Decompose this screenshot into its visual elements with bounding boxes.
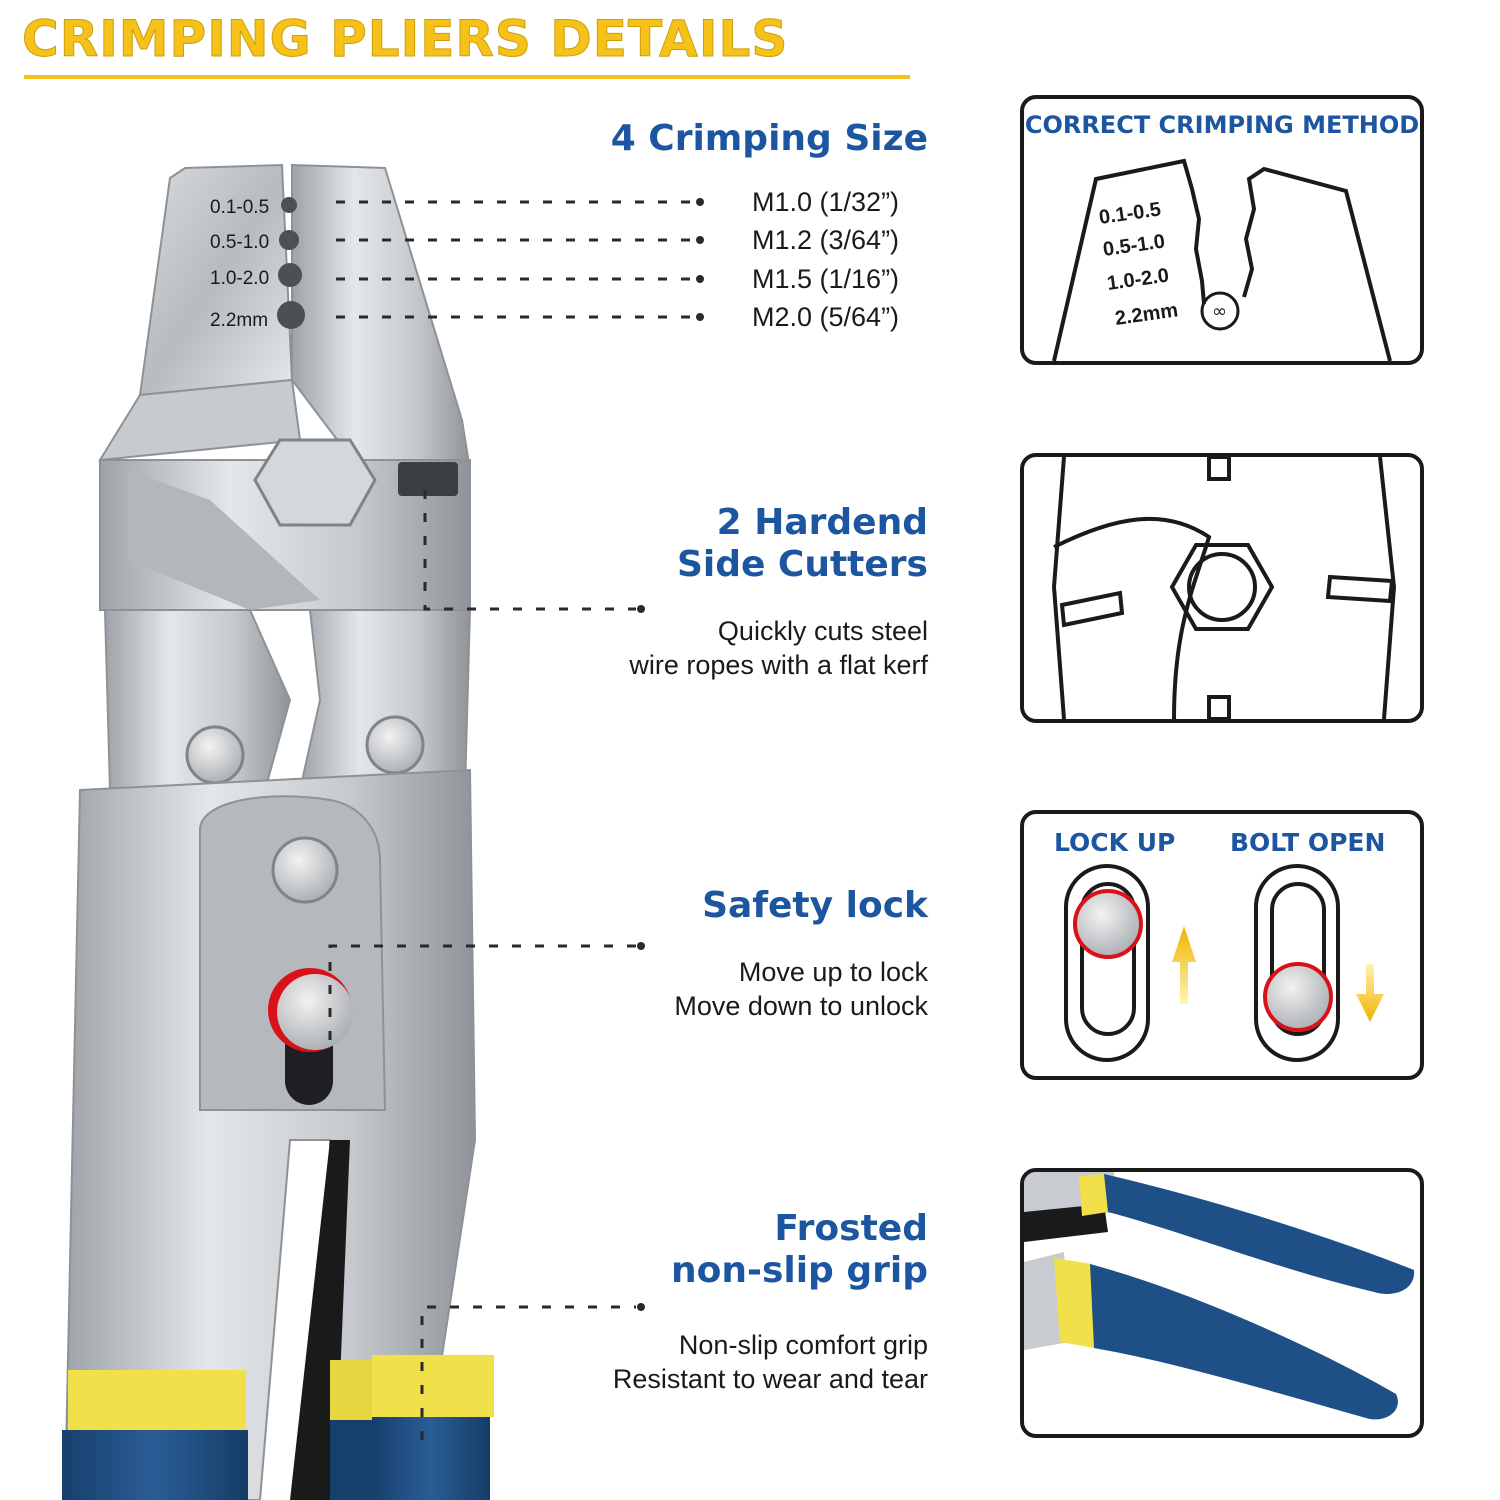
grip-panel	[1020, 1168, 1424, 1438]
method-label-3: 1.0-2.0	[1106, 264, 1171, 294]
pivot-rivet-right	[365, 715, 425, 775]
jaw-label-2: 0.5-1.0	[210, 232, 269, 253]
jaw-label-3: 1.0-2.0	[210, 268, 269, 289]
pivot-rivet-left	[185, 725, 245, 785]
method-label-1: 0.1-0.5	[1098, 198, 1163, 228]
size-m15: M1.5 (1/16”)	[752, 264, 900, 294]
jaw-size-labels: 0.1-0.5 0.5-1.0 1.0-2.0 2.2mm	[210, 197, 269, 331]
side-cutters-desc-1: Quickly cuts steel	[717, 616, 928, 646]
grip-drawing	[1024, 1172, 1415, 1420]
grip-right	[372, 1417, 490, 1500]
hex-bolt	[253, 438, 377, 527]
grips	[62, 1355, 494, 1500]
linkage	[103, 609, 472, 791]
side-cutters-heading-2: Side Cutters	[676, 544, 928, 585]
crimping-method-drawing: ∞ 0.1-0.5 0.5-1.0 1.0-2.0 2.2mm	[1052, 158, 1392, 361]
arrow-down-icon	[1356, 964, 1384, 1022]
callout-lines	[328, 200, 694, 1440]
crimp-notches	[277, 197, 305, 329]
center-rivet	[271, 836, 339, 904]
grip-desc-1: Non-slip comfort grip	[678, 1330, 928, 1360]
grip-sleeve-right	[372, 1355, 494, 1417]
side-cutters-heading-1: 2 Hardend	[716, 502, 928, 543]
title-underline	[24, 75, 910, 79]
arrow-up-icon	[1172, 926, 1196, 1004]
size-m20: M2.0 (5/64”)	[752, 302, 900, 332]
page-title: CRIMPING PLIERS DETAILS	[21, 10, 789, 69]
crimping-size-heading: 4 Crimping Size	[610, 118, 928, 159]
bolt-open-label: BOLT OPEN	[1230, 828, 1386, 857]
jaw-label-4: 2.2mm	[210, 310, 268, 331]
bolt-open-knob	[1263, 962, 1333, 1032]
jaw-label-1: 0.1-0.5	[210, 197, 269, 218]
lock-knob	[277, 974, 353, 1050]
safety-lock-heading: Safety lock	[702, 885, 928, 926]
grip-sleeve-left	[68, 1370, 246, 1430]
jaw-head: 0.1-0.5 0.5-1.0 1.0-2.0 2.2mm	[98, 163, 472, 611]
handles	[63, 768, 477, 1500]
side-cutters-desc-2: wire ropes with a flat kerf	[629, 650, 928, 680]
crimping-method-title: CORRECT CRIMPING METHOD	[1024, 111, 1420, 139]
grip-heading-2: non-slip grip	[671, 1250, 928, 1291]
svg-text:∞: ∞	[1212, 301, 1227, 322]
lock-up-knob	[1073, 889, 1143, 959]
grip-heading-1: Frosted	[774, 1208, 928, 1249]
callout-dots	[637, 198, 704, 1311]
side-cutters-panel	[1020, 453, 1424, 723]
lock-up-label: LOCK UP	[1054, 828, 1176, 857]
grip-left	[62, 1430, 248, 1500]
safety-lock-desc-2: Move down to unlock	[674, 991, 928, 1021]
size-m10: M1.0 (1/32”)	[752, 187, 900, 217]
safety-lock-desc-1: Move up to lock	[738, 957, 928, 987]
outline-hex-bolt	[1169, 543, 1275, 631]
crimping-method-panel: CORRECT CRIMPING METHOD ∞ 0.1-0.5 0.5-1.…	[1020, 95, 1424, 365]
method-label-4: 2.2mm	[1114, 299, 1180, 330]
lock-drawing	[1064, 864, 1384, 1062]
method-label-2: 0.5-1.0	[1102, 230, 1167, 260]
side-cutters-drawing	[1051, 457, 1397, 719]
grip-desc-2: Resistant to wear and tear	[612, 1364, 928, 1394]
lock-panel: LOCK UP BOLT OPEN	[1020, 810, 1424, 1080]
size-m12: M1.2 (3/64”)	[752, 225, 900, 255]
